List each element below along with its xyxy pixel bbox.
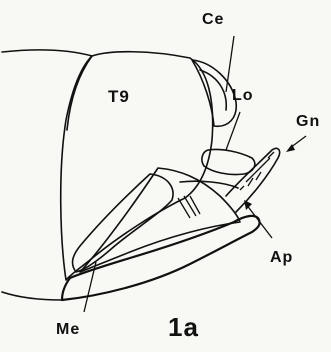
figure-label: 1a [168, 312, 199, 342]
label-gn: Gn [296, 113, 320, 130]
gonostylus-hairs [240, 152, 274, 190]
label-ap: Ap [270, 249, 293, 266]
tergite-9-fold [67, 56, 92, 130]
label-ce: Ce [202, 11, 224, 28]
label-me: Me [56, 321, 80, 338]
tergite-9 [61, 52, 213, 280]
label-t9: T9 [108, 87, 130, 106]
leader-ce [226, 36, 234, 92]
label-lo: Lo [232, 87, 254, 104]
membrane [73, 174, 173, 272]
abdomen-outline [2, 50, 92, 300]
leader-ap-arrow [244, 200, 252, 210]
